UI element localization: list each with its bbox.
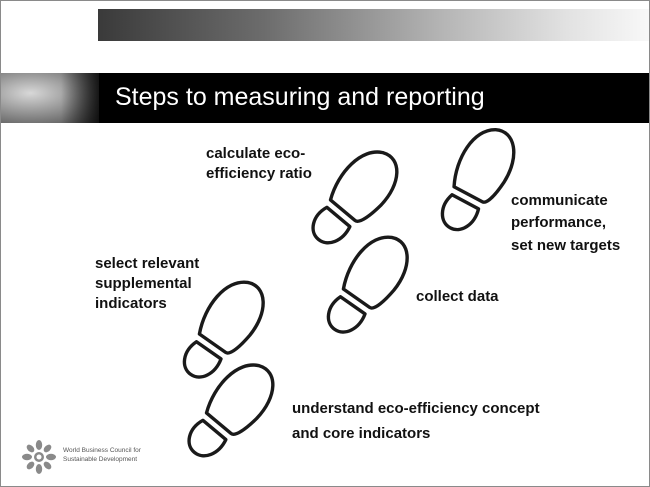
title-band bbox=[1, 73, 649, 123]
footprint-step-5-icon bbox=[440, 127, 516, 232]
organization-name-line2: Sustainable Development bbox=[63, 456, 138, 463]
step-understand-line2: and core indicators bbox=[292, 425, 431, 442]
slide-title: Steps to measuring and reporting bbox=[115, 83, 485, 111]
footprint-step-3-icon bbox=[326, 235, 409, 334]
footprint-step-2-icon bbox=[182, 280, 265, 379]
step-select-line1: select relevant bbox=[95, 255, 200, 272]
footprint-step-1-icon bbox=[187, 363, 275, 458]
header-gradient-bar bbox=[98, 9, 649, 41]
organization-name: World Business Council for Sustainable D… bbox=[63, 446, 141, 464]
step-understand-line1: understand eco-efficiency concept bbox=[292, 400, 540, 417]
step-collect-data: collect data bbox=[416, 288, 499, 305]
step-communicate-line2: performance, bbox=[511, 214, 607, 231]
step-select-line2: supplemental bbox=[95, 275, 192, 292]
wbcsd-logo-icon bbox=[22, 440, 56, 474]
step-communicate-line1: communicate bbox=[511, 192, 608, 209]
footprint-step-4-icon bbox=[311, 150, 399, 245]
step-calculate-line2: efficiency ratio bbox=[206, 165, 312, 182]
title-image-fade bbox=[61, 73, 101, 123]
step-calculate-line1: calculate eco- bbox=[206, 145, 306, 162]
organization-name-line1: World Business Council for bbox=[63, 447, 141, 454]
step-communicate-line3: set new targets bbox=[511, 237, 621, 254]
step-select-line3: indicators bbox=[95, 295, 167, 312]
